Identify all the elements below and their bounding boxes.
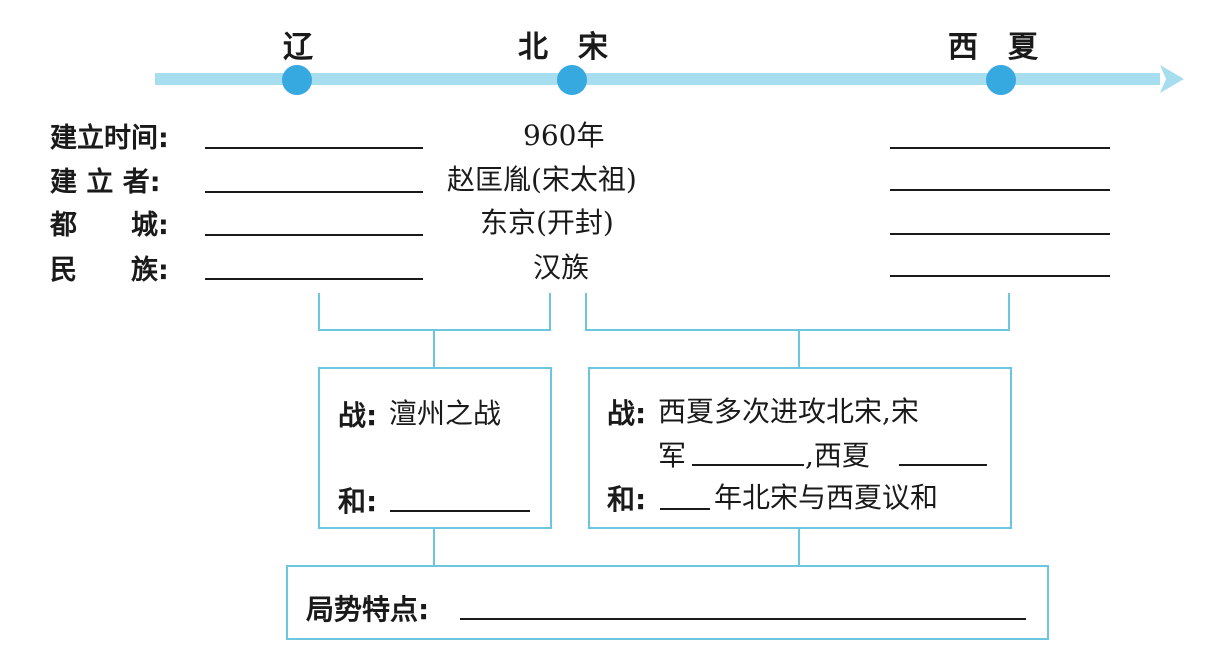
- xixia-song-relation-box: [588, 367, 1012, 529]
- timeline-arrow: [155, 65, 1184, 95]
- blank-xixia-founder[interactable]: [890, 189, 1110, 191]
- song-capital: 东京(开封): [480, 206, 614, 239]
- xixia-song-peace-text: 年北宋与西夏议和: [714, 481, 939, 514]
- row-label-founded-time: 建立时间:: [50, 123, 169, 154]
- connector-line: [549, 293, 551, 331]
- timeline-node-song: [557, 65, 587, 95]
- blank-situation[interactable]: [460, 618, 1026, 620]
- xixia-song-war-text-line2-b: ,西夏: [805, 439, 870, 472]
- blank-liao-ethnicity[interactable]: [205, 278, 423, 280]
- blank-peace-year[interactable]: [660, 508, 710, 510]
- connector-line: [318, 293, 320, 331]
- state-label-liao: 辽: [283, 30, 313, 65]
- song-ethnicity: 汉族: [533, 251, 590, 284]
- blank-xixia-ethnicity[interactable]: [890, 275, 1110, 277]
- connector-line: [1008, 293, 1010, 331]
- liao-song-peace-label: 和:: [338, 485, 378, 518]
- row-label-capital: 都 城:: [50, 210, 169, 241]
- connector-line: [585, 293, 587, 331]
- liao-song-war-text: 澶州之战: [389, 397, 502, 430]
- timeline-node-xixia: [986, 65, 1016, 95]
- connector-line: [798, 330, 800, 368]
- connector-line: [798, 528, 800, 567]
- blank-xixia-result[interactable]: [899, 464, 987, 466]
- blank-xixia-founded-time[interactable]: [890, 147, 1110, 149]
- blank-liao-founded-time[interactable]: [205, 147, 423, 149]
- blank-liao-founder[interactable]: [205, 191, 423, 193]
- timeline-node-liao: [282, 65, 312, 95]
- situation-label: 局势特点:: [306, 593, 430, 626]
- row-label-founder: 建 立 者:: [50, 167, 161, 198]
- state-label-xixia: 西 夏: [948, 30, 1038, 65]
- blank-song-army[interactable]: [692, 464, 804, 466]
- xixia-song-war-text-line1: 西夏多次进攻北宋,宋: [658, 395, 919, 428]
- xixia-song-war-text-line2-a: 军: [658, 439, 687, 472]
- xixia-song-war-label: 战:: [607, 397, 647, 430]
- situation-box: [286, 565, 1049, 640]
- connector-line: [433, 330, 435, 368]
- song-founded-time: 960年: [523, 119, 605, 152]
- state-label-song: 北 宋: [518, 30, 608, 65]
- connector-line: [585, 329, 1010, 331]
- blank-liao-song-peace[interactable]: [390, 510, 530, 512]
- liao-song-relation-box: [318, 367, 552, 529]
- xixia-song-peace-label: 和:: [607, 483, 647, 516]
- connector-line: [433, 528, 435, 567]
- row-label-ethnicity: 民 族:: [50, 255, 169, 286]
- blank-xixia-capital[interactable]: [890, 233, 1110, 235]
- song-founder: 赵匡胤(宋太祖): [447, 163, 637, 196]
- blank-liao-capital[interactable]: [205, 234, 423, 236]
- liao-song-war-label: 战:: [338, 399, 378, 432]
